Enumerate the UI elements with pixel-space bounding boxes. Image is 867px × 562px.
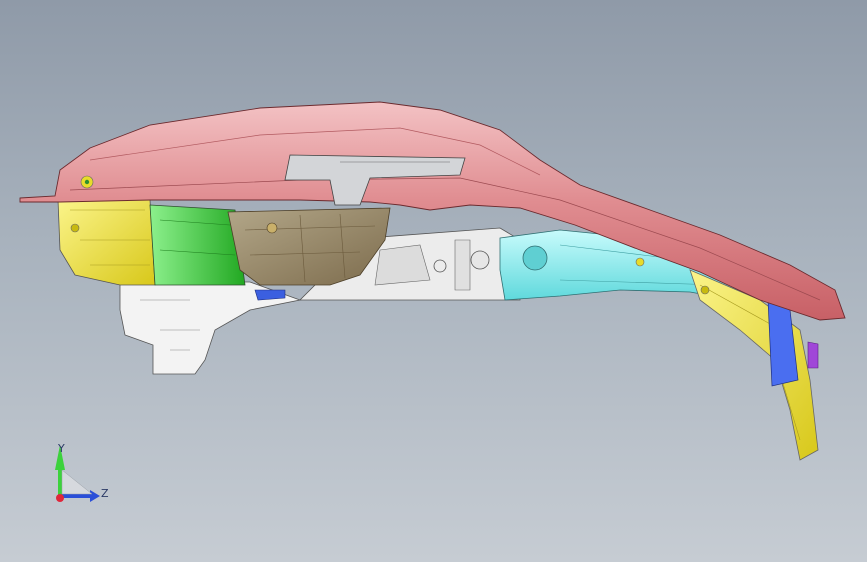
blue-bracket-rear[interactable] (767, 299, 799, 387)
white-inner-panel[interactable] (119, 281, 302, 375)
roof-inner-bracket[interactable] (284, 154, 466, 206)
blue-bracket-front[interactable] (254, 289, 286, 301)
z-axis-label: Z (101, 487, 109, 500)
purple-clip[interactable] (807, 341, 819, 369)
x-axis-dot (56, 494, 64, 502)
y-axis-arrow (55, 445, 65, 470)
green-panel[interactable] (149, 204, 246, 286)
roof-panel[interactable] (19, 101, 846, 321)
triad-plane (61, 469, 93, 495)
z-axis-arrow (62, 494, 92, 498)
front-yellow-panel[interactable] (57, 199, 156, 286)
y-axis-label: Y (58, 442, 65, 455)
axis-triad (55, 445, 100, 502)
